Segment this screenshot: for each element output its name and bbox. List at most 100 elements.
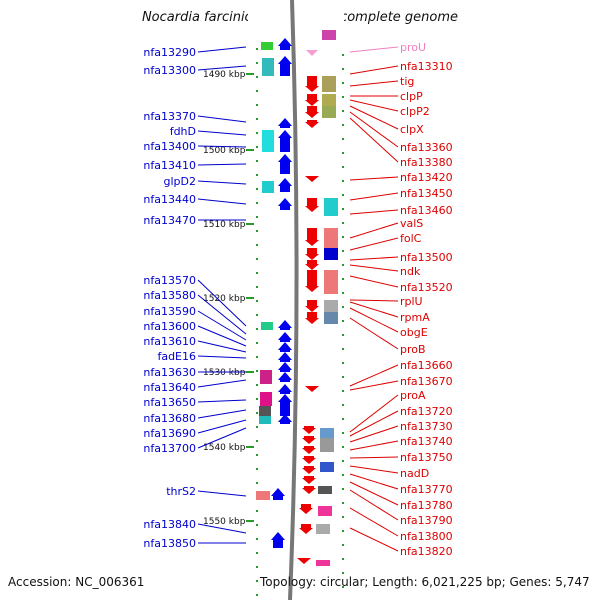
tick-dot-left <box>256 174 258 176</box>
tick-dot-left <box>256 244 258 246</box>
gene-label-left: fadE16 <box>157 350 196 363</box>
label-connector-right <box>349 473 399 490</box>
tick-dot-left <box>256 202 258 204</box>
gene-label-left: nfa13410 <box>143 159 196 172</box>
gene-arrow-left <box>278 342 292 352</box>
label-connector-right <box>349 209 399 215</box>
tick-dot-right <box>342 292 344 294</box>
tick-dot-left <box>256 510 258 512</box>
tick-dot-right <box>342 236 344 238</box>
gene-label-right: clpP2 <box>400 105 430 118</box>
tick-dot-left <box>256 412 258 414</box>
gene-label-right: nfa13720 <box>400 405 453 418</box>
gene-label-left: nfa13400 <box>143 140 196 153</box>
tick-dot-left <box>256 62 258 64</box>
genome-summary: Topology: circular; Length: 6,021,225 bp… <box>260 575 590 589</box>
label-connector-left <box>197 490 247 497</box>
gene-label-right: nfa13460 <box>400 204 453 217</box>
tick-dot-right <box>342 152 344 154</box>
gene-arrow-left <box>278 332 292 342</box>
gene-arrow-left <box>278 394 292 416</box>
label-connector-left <box>197 379 247 388</box>
gene-arrow-right <box>305 270 319 292</box>
gene-label-left: nfa13570 <box>143 274 196 287</box>
gene-block-right <box>322 30 336 40</box>
tick-dot-left <box>256 440 258 442</box>
gene-label-right: nfa13520 <box>400 281 453 294</box>
gene-label-right: nfa13820 <box>400 545 453 558</box>
label-connector-right <box>349 275 399 288</box>
gene-label-right: nfa13750 <box>400 451 453 464</box>
gene-arrow-right <box>305 386 319 392</box>
label-connector-left <box>197 180 247 185</box>
gene-label-left: nfa13290 <box>143 46 196 59</box>
label-connector-left <box>197 409 247 419</box>
gene-block-right <box>322 76 336 92</box>
tick-dot-right <box>342 250 344 252</box>
gene-label-left: nfa13590 <box>143 305 196 318</box>
tick-dot-right <box>342 264 344 266</box>
gene-label-right: rplU <box>400 295 423 308</box>
label-connector-left <box>197 523 247 534</box>
gene-label-left: nfa13690 <box>143 427 196 440</box>
gene-arrow-right <box>297 558 311 564</box>
gene-label-right: valS <box>400 217 423 230</box>
pseudogene-arrow <box>306 50 318 56</box>
tick-dot-left <box>256 118 258 120</box>
gene-label-right: nfa13670 <box>400 375 453 388</box>
tick-dot-left <box>256 160 258 162</box>
tick-dot-right <box>342 96 344 98</box>
label-connector-right <box>349 256 399 261</box>
gene-arrow-right <box>302 456 316 464</box>
scale-label: 1550 kbp <box>203 517 246 527</box>
tick-dot-right <box>342 110 344 112</box>
gene-block-right <box>320 462 334 472</box>
tick-dot-right <box>342 334 344 336</box>
gene-arrow-left <box>278 154 292 174</box>
label-connector-right <box>349 481 399 506</box>
gene-block-right <box>322 94 336 106</box>
label-connector-right <box>349 507 399 537</box>
scale-label: 1530 kbp <box>203 368 246 378</box>
gene-label-left: nfa13850 <box>143 537 196 550</box>
gene-label-left: nfa13700 <box>143 442 196 455</box>
label-connector-left <box>197 399 247 403</box>
gene-arrow-left <box>278 362 292 372</box>
label-connector-left <box>197 279 247 327</box>
tick-dot-right <box>342 194 344 196</box>
label-connector-right <box>349 380 399 391</box>
gene-label-right: folC <box>400 232 422 245</box>
gene-label-right: nfa13740 <box>400 435 453 448</box>
tick-dot-right <box>342 138 344 140</box>
gene-arrow-right <box>305 76 319 92</box>
label-connector-left <box>197 145 247 148</box>
gene-block-right <box>322 106 336 118</box>
gene-arrow-right <box>302 446 316 454</box>
tick-dot-left <box>256 48 258 50</box>
label-connector-right <box>349 489 399 521</box>
label-connector-right <box>349 465 399 474</box>
label-connector-right <box>349 65 399 75</box>
tick-dot-left <box>256 188 258 190</box>
tick-dot-left <box>256 552 258 554</box>
gene-label-right: nfa13500 <box>400 251 453 264</box>
label-connector-right <box>349 80 399 87</box>
gene-block-right <box>318 486 332 494</box>
gene-arrow-left <box>278 352 292 362</box>
tick-dot-left <box>256 300 258 302</box>
tick-dot-right <box>342 446 344 448</box>
gene-arrow-right <box>305 176 319 182</box>
tick-dot-left <box>256 76 258 78</box>
label-connector-right <box>349 307 399 333</box>
gene-block-right <box>324 312 338 324</box>
gene-arrow-right <box>305 120 319 128</box>
gene-label-left: nfa13610 <box>143 335 196 348</box>
tick-dot-left <box>256 538 258 540</box>
gene-arrow-left <box>278 130 292 152</box>
label-connector-left <box>197 65 247 71</box>
tick-dot-left <box>256 356 258 358</box>
gene-arrow-left <box>278 372 292 382</box>
gene-block-right <box>316 524 330 534</box>
tick-dot-left <box>256 328 258 330</box>
tick-dot-left <box>256 384 258 386</box>
